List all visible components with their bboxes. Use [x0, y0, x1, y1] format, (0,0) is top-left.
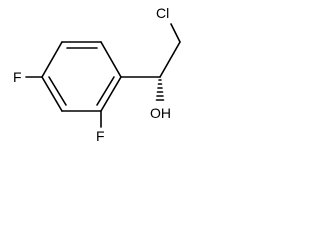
ring-bond-lower-right [100, 76, 122, 112]
benzene-ring [41, 41, 122, 112]
molecule-drawing: Cl OH F F [13, 5, 181, 144]
ring-bond-lower-left-inner [48, 76, 67, 106]
fluorine-ortho-label: F [96, 128, 105, 144]
ring-bond-upper-left [41, 41, 63, 78]
hydroxyl-label: OH [150, 105, 171, 121]
hashed-wedge-bond [155, 79, 165, 101]
fluorine-para-label: F [13, 69, 22, 85]
bond-carbinol-to-ch2 [159, 41, 181, 78]
ring-bond-lower-right-inner [96, 76, 115, 106]
structure-diagram: Cl OH F F [0, 0, 204, 155]
ring-bond-upper-right [100, 41, 122, 78]
ring-bond-lower-left [41, 76, 63, 112]
chlorine-label: Cl [156, 5, 169, 21]
bond-ch2-to-cl [170, 23, 181, 43]
